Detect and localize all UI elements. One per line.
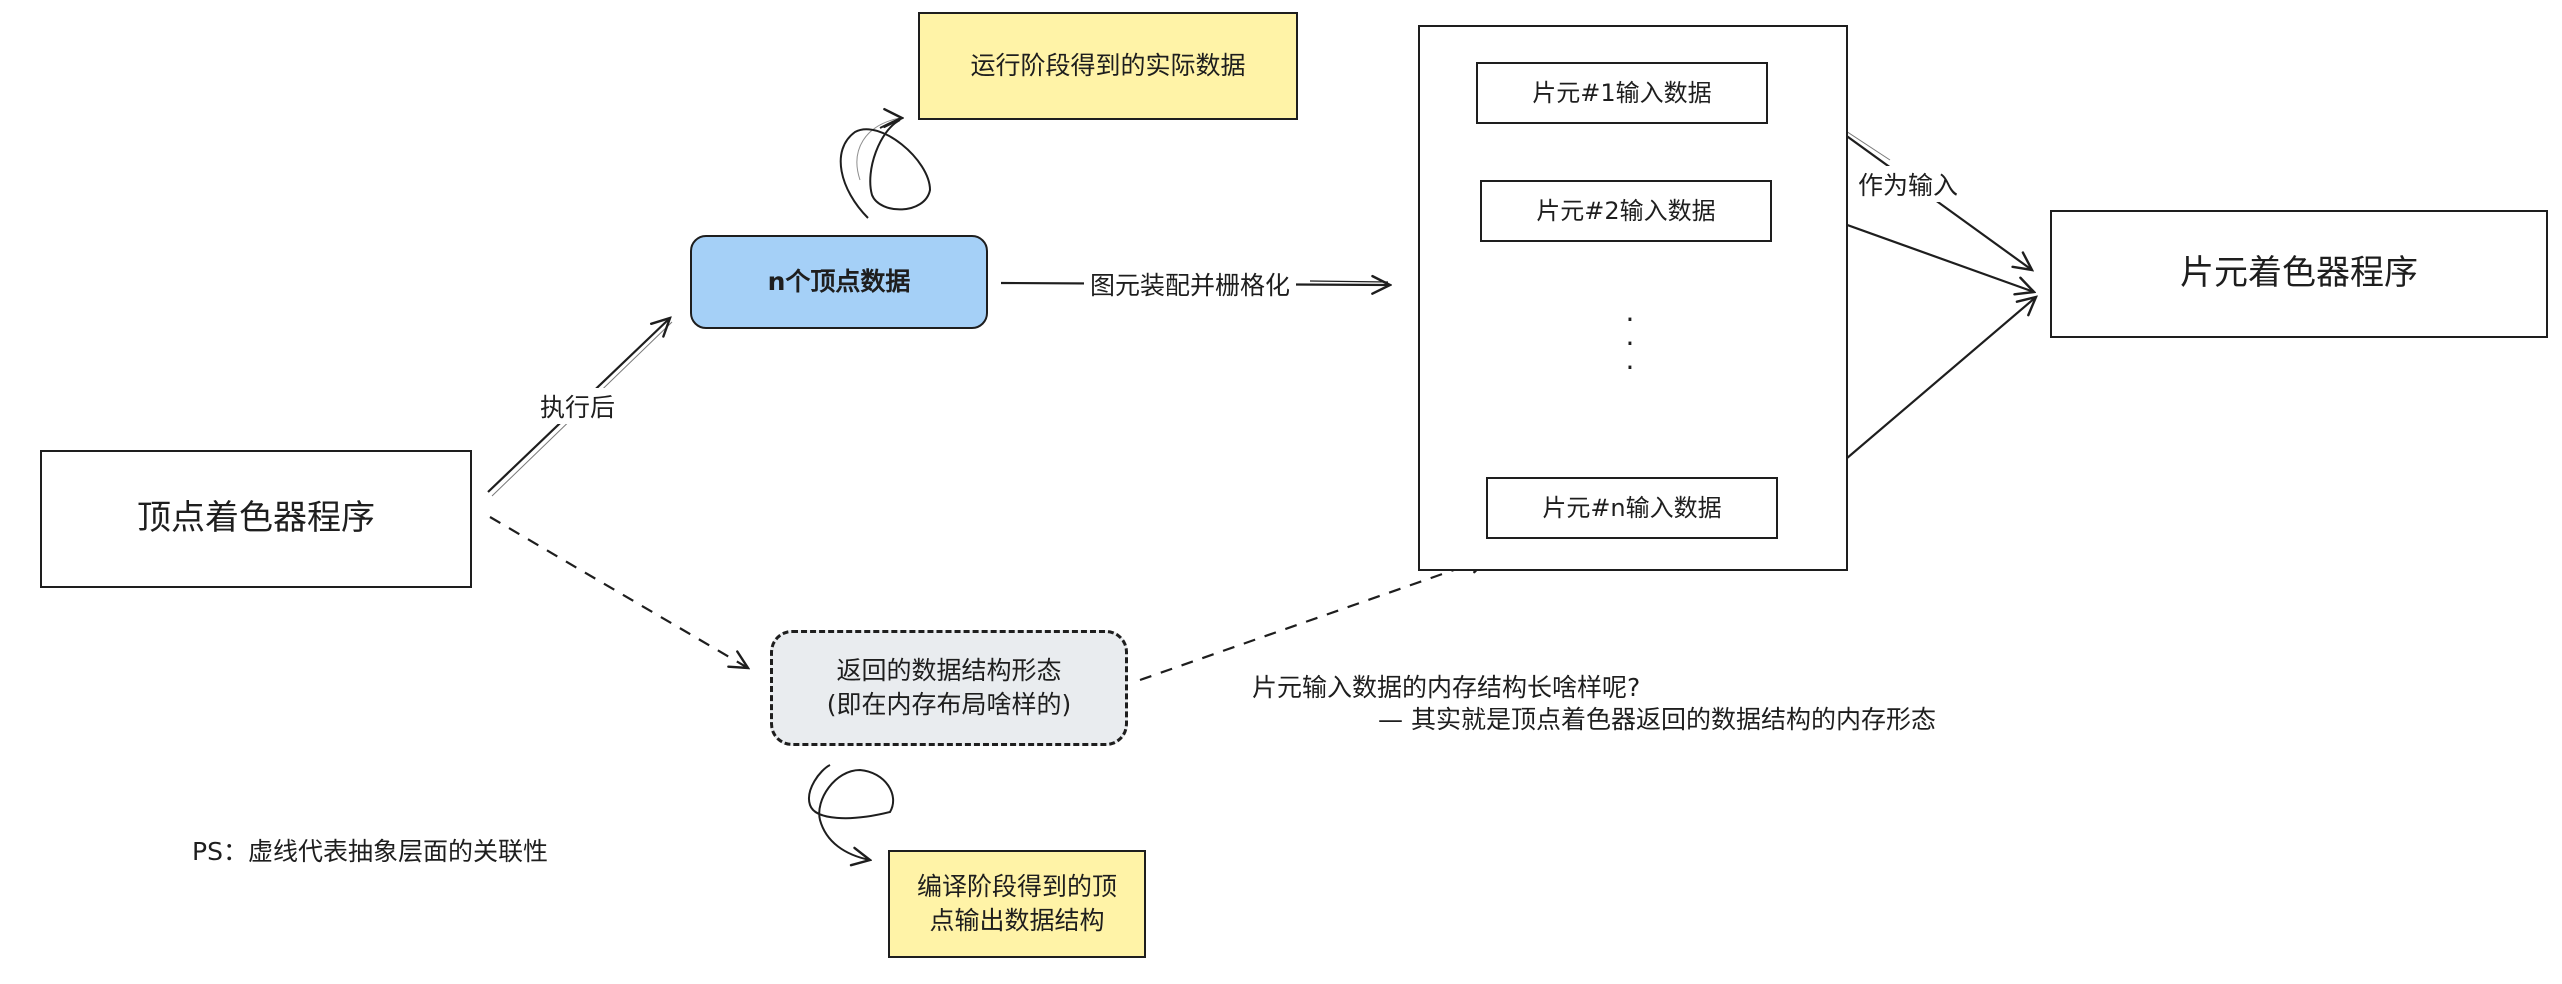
- compile-struct-line1: 编译阶段得到的顶: [916, 872, 1117, 902]
- fragment-ellipsis: · · ·: [1625, 303, 1635, 384]
- runtime-data-note: 运行阶段得到的实际数据: [918, 12, 1298, 120]
- compile-struct-note: 编译阶段得到的顶 点输出数据结构: [888, 850, 1146, 958]
- edge-label-assemble-rasterize: 图元装配并栅格化: [1084, 266, 1297, 302]
- return-struct-line2: (即在内存布局啥样的): [826, 690, 1072, 719]
- edge-loop-compile: [808, 764, 895, 860]
- fragment-1-label: 片元#1输入数据: [1532, 78, 1712, 107]
- fragment-2-label: 片元#2输入数据: [1536, 196, 1716, 225]
- n-vertices-node: n个顶点数据: [690, 235, 988, 329]
- fragment-n-node: 片元#n输入数据: [1486, 477, 1778, 539]
- fragment-n-label: 片元#n输入数据: [1542, 493, 1722, 522]
- note-question: 片元输入数据的内存结构长啥样呢?: [1252, 673, 1641, 702]
- return-struct-line1: 返回的数据结构形态: [836, 656, 1062, 686]
- edge-label-as-input: 作为输入: [1852, 166, 1965, 202]
- runtime-data-label: 运行阶段得到的实际数据: [970, 51, 1246, 81]
- edge-struct-to-fragments-dashed: [1139, 558, 1488, 682]
- edge-vertex-to-struct-dashed: [489, 516, 748, 668]
- vertex-shader-node: 顶点着色器程序: [40, 450, 472, 588]
- edge-label-after-exec: 执行后: [534, 388, 622, 424]
- compile-struct-line2: 点输出数据结构: [929, 906, 1105, 935]
- note-answer: — 其实就是顶点着色器返回的数据结构的内存形态: [1378, 705, 1936, 734]
- fragment-2-node: 片元#2输入数据: [1480, 180, 1772, 242]
- fragment-shader-label: 片元着色器程序: [2180, 253, 2418, 294]
- return-struct-node: 返回的数据结构形态 (即在内存布局啥样的): [770, 630, 1128, 746]
- note-ps: PS：虚线代表抽象层面的关联性: [192, 837, 548, 866]
- vertex-shader-label: 顶点着色器程序: [137, 498, 375, 539]
- fragment-1-node: 片元#1输入数据: [1476, 62, 1768, 124]
- fragment-shader-node: 片元着色器程序: [2050, 210, 2548, 338]
- n-vertices-label: n个顶点数据: [767, 267, 911, 297]
- edge-loop-runtime: [839, 119, 932, 219]
